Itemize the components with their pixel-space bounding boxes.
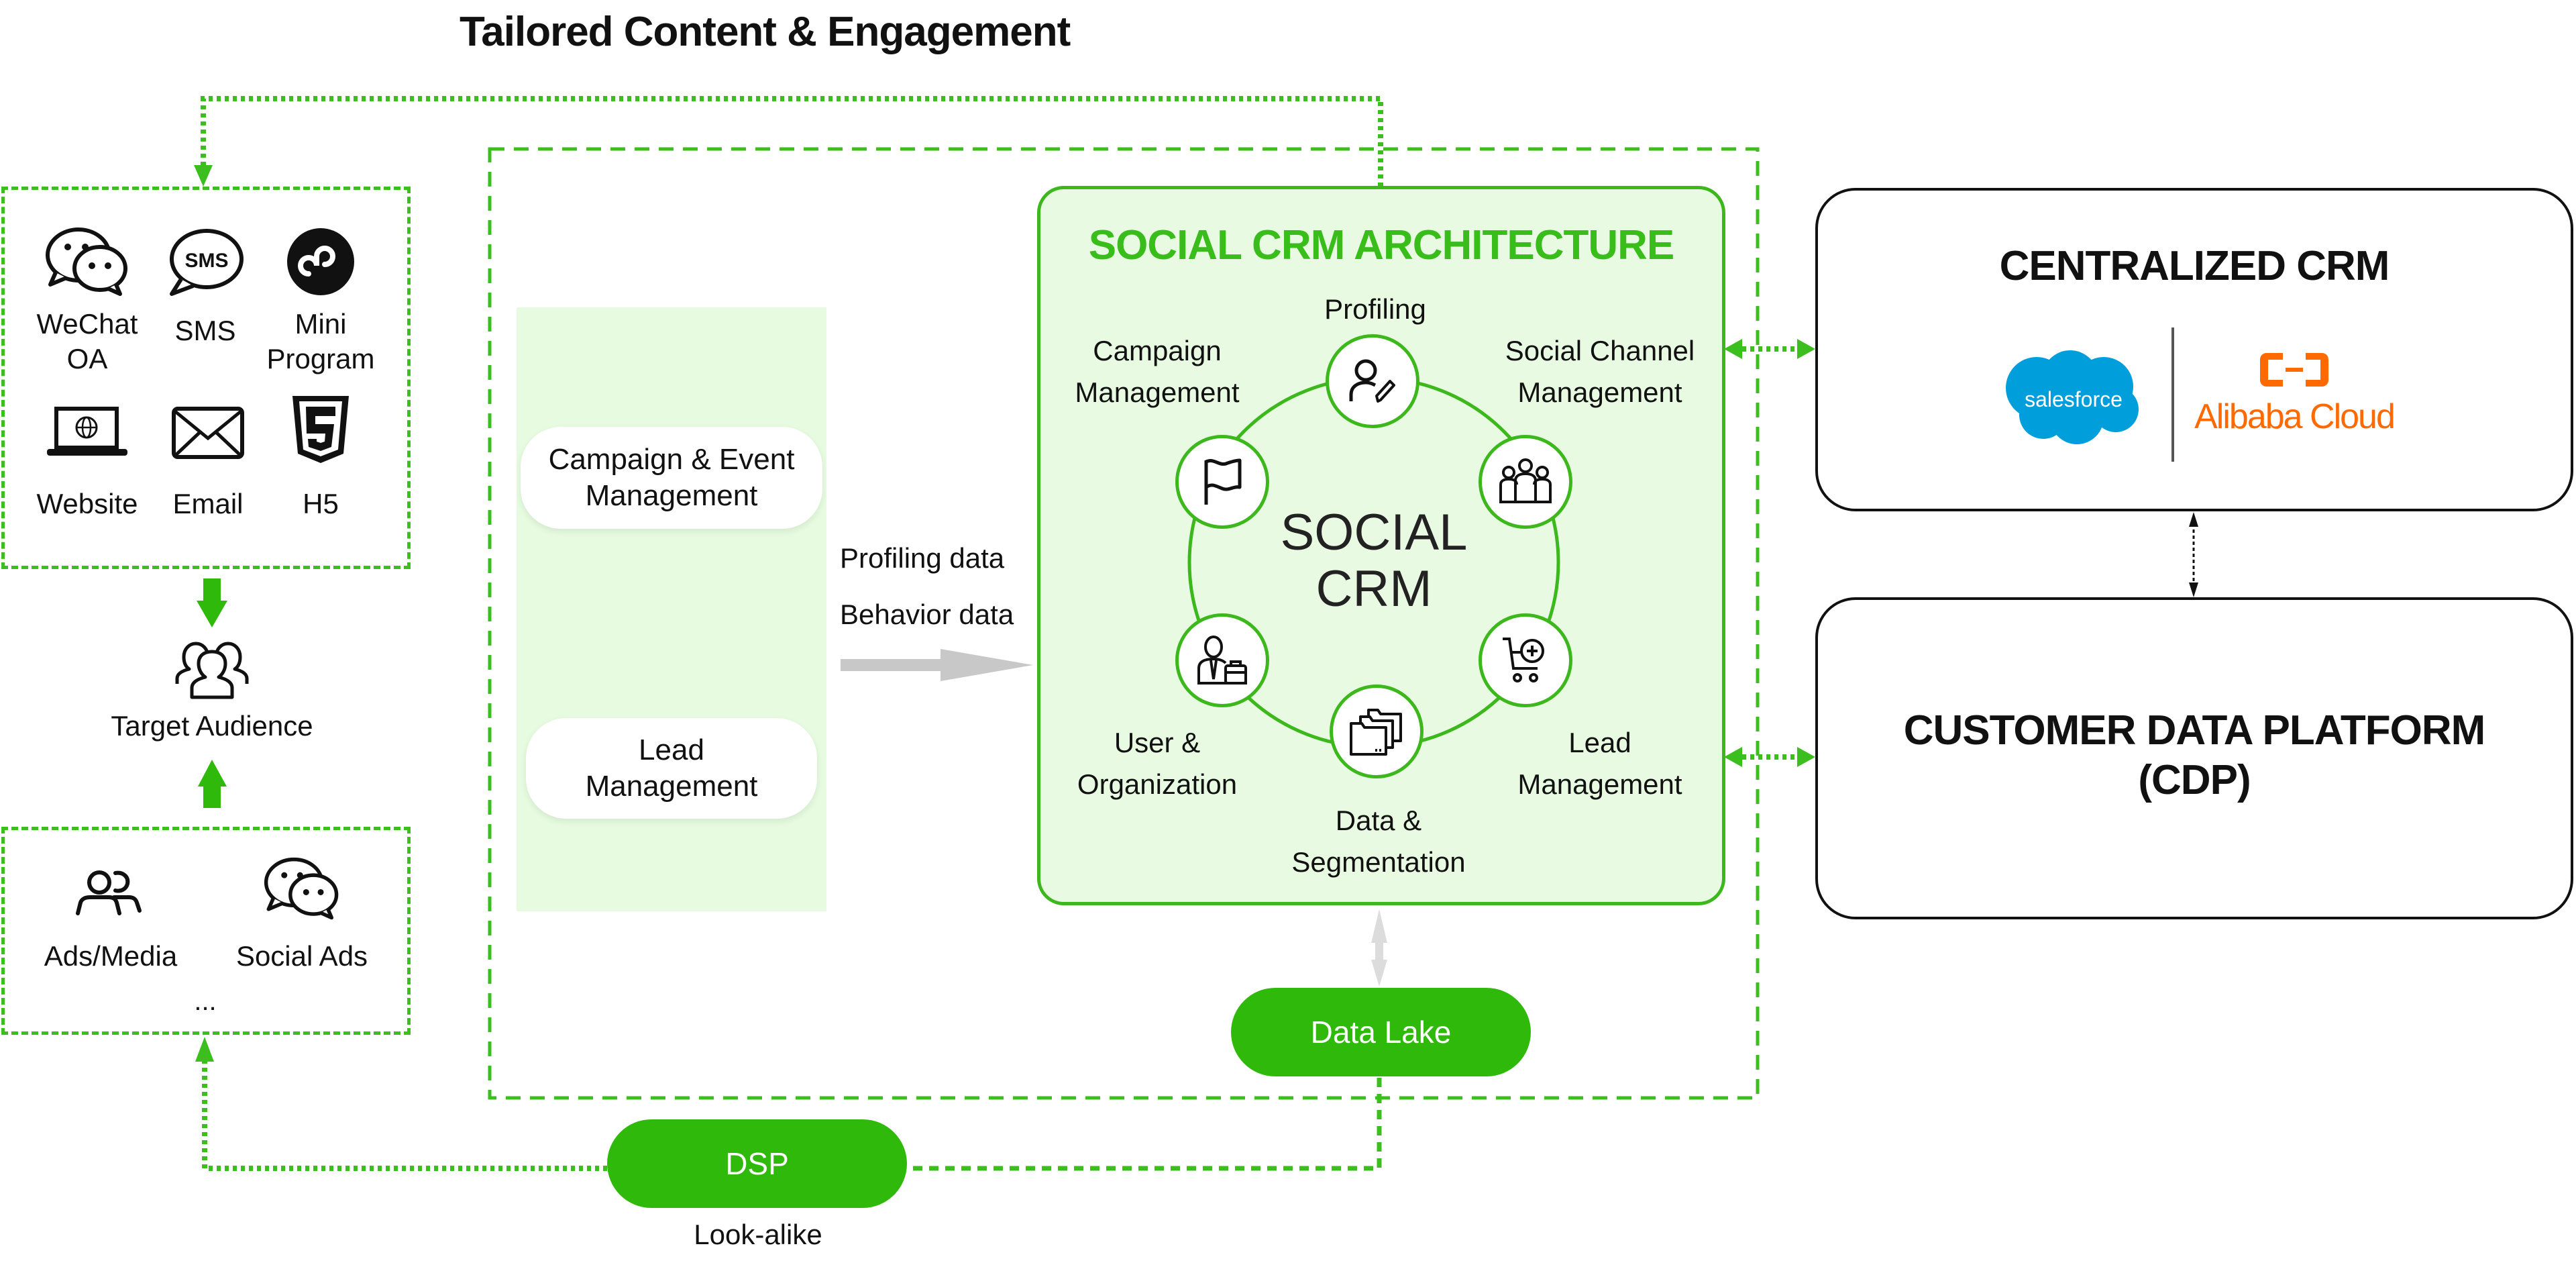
alibaba-cloud-text: Alibaba Cloud [2194, 397, 2396, 436]
ads-box [1, 827, 411, 1035]
salesforce-text: salesforce [2025, 387, 2123, 411]
svg-text:SMS: SMS [184, 250, 228, 272]
campaign-event-management-card[interactable]: Campaign & Event Management [521, 427, 822, 529]
node-campaign-management[interactable] [1175, 435, 1269, 529]
target-audience-label: Target Audience [111, 710, 313, 742]
user-edit-icon [1349, 359, 1395, 403]
channel-label: Email [172, 488, 244, 519]
dsp-node[interactable]: DSP [607, 1119, 907, 1208]
node-label-campaign-management: Campaign Management [1075, 335, 1240, 408]
channel-label: H5 [303, 488, 339, 519]
crm-cdp-link-arrow [2189, 512, 2198, 597]
node-label-data-segmentation: Data & Segmentation [1291, 805, 1466, 878]
lookalike-caption: Look-alike [694, 1219, 822, 1250]
node-label-lead-management: Lead Management [1517, 727, 1682, 800]
ads-item-social[interactable]: Social Ads [228, 854, 376, 981]
html5-icon [260, 393, 381, 466]
ads-label: Social Ads [235, 940, 368, 972]
channel-label: Mini Program [266, 308, 375, 374]
dsp-to-ads-line [202, 1062, 607, 1171]
lead-management-label: Lead Management [585, 733, 758, 803]
centralized-crm-box[interactable] [1815, 188, 2573, 511]
laptop-globe-icon [27, 399, 148, 466]
channel-email[interactable]: Email [148, 399, 268, 534]
dsp-label: DSP [725, 1146, 789, 1181]
channel-mini-program[interactable]: Mini Program [260, 225, 381, 386]
dsp-to-ads-arrowhead [195, 1037, 214, 1062]
centralized-crm-title: CENTRALIZED CRM [1999, 243, 2390, 289]
channel-wechat[interactable]: WeChat OA [27, 225, 148, 386]
diagram-title: Tailored Content & Engagement [460, 9, 1071, 55]
social-crm-title: SOCIAL CRM ARCHITECTURE [1088, 222, 1675, 268]
alibaba-cloud-logo: Alibaba Cloud [2194, 349, 2396, 450]
channel-h5[interactable]: H5 [260, 393, 381, 534]
node-lead-management[interactable] [1479, 613, 1572, 707]
channel-website[interactable]: Website [27, 399, 148, 534]
marketing-panel [517, 307, 826, 911]
sms-icon: SMS [145, 225, 266, 299]
cdp-box[interactable] [1815, 597, 2573, 919]
businessman-icon [1197, 636, 1247, 685]
behavior-data-label: Behavior data [840, 599, 1014, 630]
folders-icon [1350, 709, 1402, 756]
ads-to-audience-arrow [198, 760, 227, 808]
datalake-double-arrow [1371, 909, 1387, 986]
channel-sms[interactable]: SMS SMS [145, 225, 266, 359]
ads-label: Ads/Media [44, 940, 178, 972]
lookalike-loop-line [907, 1078, 1382, 1171]
cdp-sync-arrow [1724, 747, 1815, 767]
group-icon [1499, 458, 1552, 503]
chat-bubbles-icon [228, 854, 376, 924]
node-social-channel[interactable] [1479, 435, 1572, 529]
data-lake-label: Data Lake [1310, 1015, 1452, 1050]
cdp-title: CUSTOMER DATA PLATFORM (CDP) [1903, 707, 2486, 803]
audience-group-icon [78, 636, 346, 703]
channel-label: WeChat OA [36, 308, 138, 374]
target-audience: Target Audience [78, 636, 346, 750]
node-label-profiling: Profiling [1324, 293, 1426, 325]
channel-label: SMS [174, 315, 236, 346]
engagement-loop-arrowhead [194, 165, 213, 187]
envelope-icon [148, 399, 268, 466]
logo-divider [2171, 327, 2174, 462]
data-flow-arrow [841, 649, 1033, 681]
channel-label: Website [36, 488, 138, 519]
campaign-event-label: Campaign & Event Management [548, 443, 795, 512]
ads-item-media[interactable]: Ads/Media [37, 860, 184, 981]
node-user-organization[interactable] [1175, 613, 1269, 707]
profiling-data-label: Profiling data [840, 542, 1005, 574]
cart-plus-icon [1503, 638, 1544, 682]
flow-labels: Profiling data Behavior data [840, 530, 1014, 643]
node-label-social-channel: Social Channel Management [1505, 335, 1695, 408]
flag-icon [1204, 458, 1242, 505]
channels-box [1, 187, 411, 569]
node-profiling[interactable] [1326, 334, 1419, 428]
data-lake-node[interactable]: Data Lake [1231, 988, 1531, 1076]
node-label-user-organization: User & Organization [1077, 727, 1238, 800]
crm-sync-arrow [1724, 339, 1815, 359]
wechat-icon [27, 225, 148, 299]
alibaba-bracket-icon [2260, 353, 2328, 387]
lead-management-card[interactable]: Lead Management [526, 718, 817, 819]
salesforce-logo: salesforce [2003, 348, 2144, 448]
mini-program-icon [260, 225, 381, 299]
social-crm-center-label: SOCIAL CRM [1280, 504, 1468, 617]
engagement-loop-line [201, 96, 1383, 187]
outer-container-border [488, 147, 1760, 1100]
channels-to-audience-arrow [197, 578, 227, 627]
ads-more-ellipsis: ... [194, 986, 217, 1016]
users-icon [37, 860, 184, 924]
node-data-segmentation[interactable] [1330, 685, 1424, 778]
